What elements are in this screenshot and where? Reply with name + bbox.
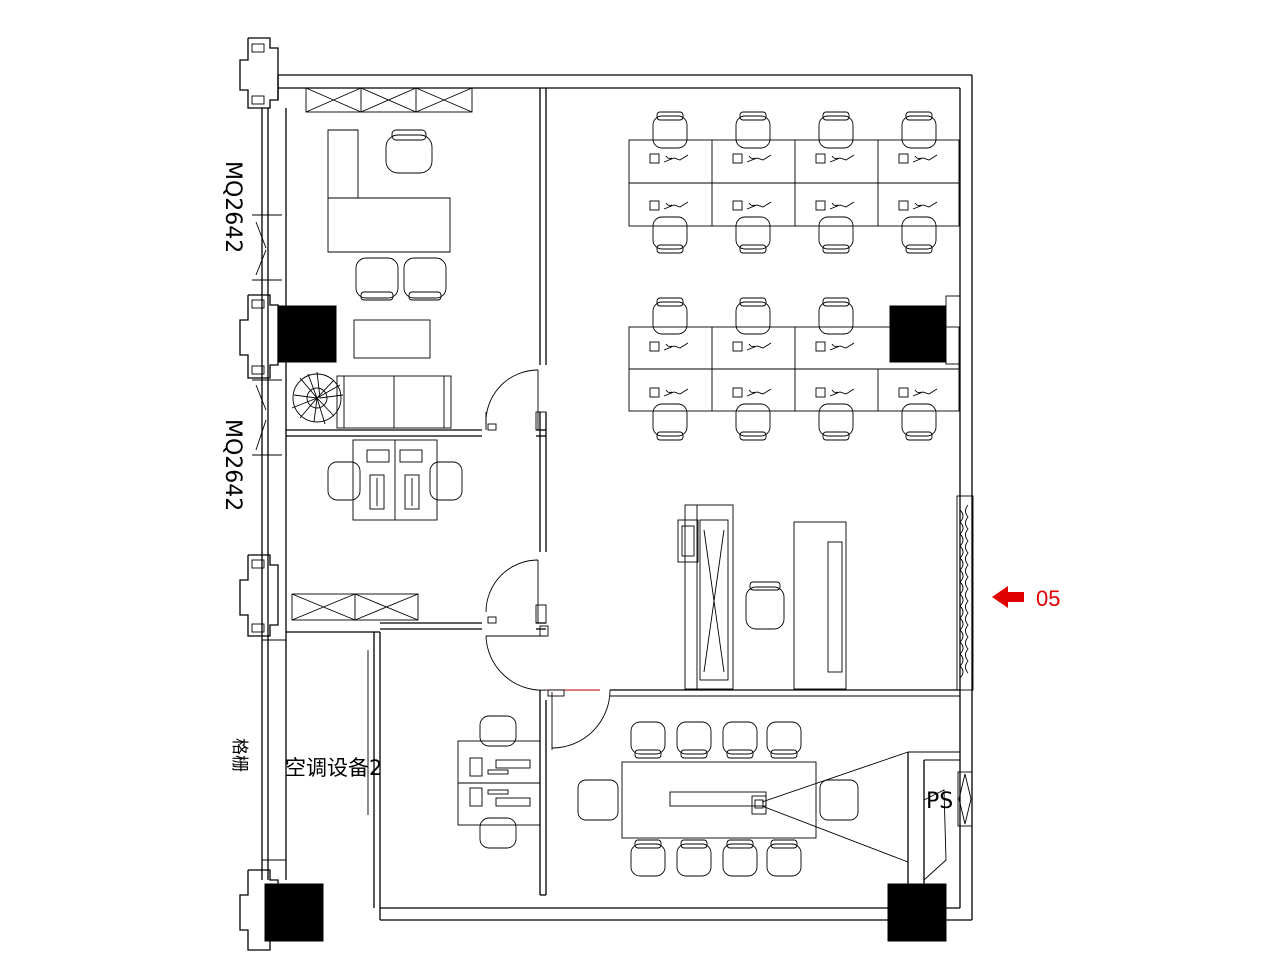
workstation-chair — [735, 297, 771, 335]
meeting-chair — [766, 839, 802, 877]
cabinets-lower — [291, 593, 419, 621]
window-label-upper: MQ2642 — [220, 161, 245, 253]
outer-walls — [261, 74, 973, 921]
potted-plant — [291, 371, 344, 425]
workstations-lower — [628, 326, 960, 412]
workstation-phones — [649, 153, 938, 398]
doors — [485, 369, 611, 750]
workstation-chair — [735, 403, 771, 441]
meeting-chair — [722, 839, 758, 877]
column-bottom-right — [887, 883, 947, 942]
phone-icon — [649, 387, 689, 398]
column-left-middle — [277, 305, 337, 363]
workstation-chair — [818, 111, 854, 149]
workstation-chair — [652, 403, 688, 441]
phone-icon — [815, 387, 855, 398]
workstation-chair — [818, 216, 854, 254]
phone-icon — [815, 341, 855, 352]
meeting-chair — [722, 721, 758, 759]
workstation-chairs — [652, 111, 937, 441]
workstation-chair — [901, 403, 937, 441]
column-right-middle — [889, 305, 947, 363]
meeting-room — [577, 721, 947, 881]
left-window-frames — [252, 214, 286, 861]
workstations-upper — [628, 139, 960, 227]
meeting-chair — [676, 721, 712, 759]
phone-icon — [732, 200, 772, 211]
phone-icon — [732, 341, 772, 352]
left-columns — [239, 37, 279, 951]
view-marker-arrow-icon — [992, 586, 1024, 608]
guest-chairs — [355, 257, 447, 301]
phone-icon — [649, 200, 689, 211]
phone-icon — [815, 200, 855, 211]
workstation-chair — [901, 216, 937, 254]
workstation-chair — [818, 403, 854, 441]
meeting-chair — [676, 839, 712, 877]
column-bottom-left — [264, 883, 324, 942]
manager-office — [291, 87, 473, 429]
meeting-chair — [630, 721, 666, 759]
workstation-chair — [652, 111, 688, 149]
manager-desk — [327, 129, 451, 253]
phone-icon — [898, 153, 938, 164]
workstation-chair — [818, 297, 854, 335]
phone-icon — [649, 153, 689, 164]
workstation-chair — [735, 111, 771, 149]
view-marker: 05 — [992, 586, 1060, 611]
small-office — [327, 439, 463, 521]
meeting-chair — [630, 839, 666, 877]
finance-office — [457, 715, 541, 849]
workstation-chair — [901, 111, 937, 149]
right-window — [956, 495, 974, 827]
phone-icon — [649, 341, 689, 352]
reception — [677, 504, 847, 690]
meeting-chairs — [630, 721, 802, 877]
coffee-table — [353, 319, 431, 359]
phone-icon — [732, 153, 772, 164]
ac-room-label: 空调设备2 — [285, 756, 382, 780]
structural-columns — [264, 295, 961, 942]
shaft-label: PS — [926, 789, 953, 814]
grille-label: 格栅 — [229, 738, 249, 772]
manager-chair — [385, 129, 433, 174]
phone-icon — [732, 387, 772, 398]
view-marker-label: 05 — [1036, 586, 1060, 611]
phone-icon — [898, 200, 938, 211]
interior-walls — [286, 88, 960, 920]
meeting-chair — [766, 721, 802, 759]
phone-icon — [815, 153, 855, 164]
workstation-chair — [735, 216, 771, 254]
conference-table — [621, 761, 817, 839]
sofa — [336, 375, 452, 429]
phone-icon — [898, 387, 938, 398]
storage-cabinets — [305, 87, 473, 113]
window-label-lower: MQ2642 — [220, 419, 245, 511]
workstation-chair — [652, 297, 688, 335]
workstation-chair — [652, 216, 688, 254]
